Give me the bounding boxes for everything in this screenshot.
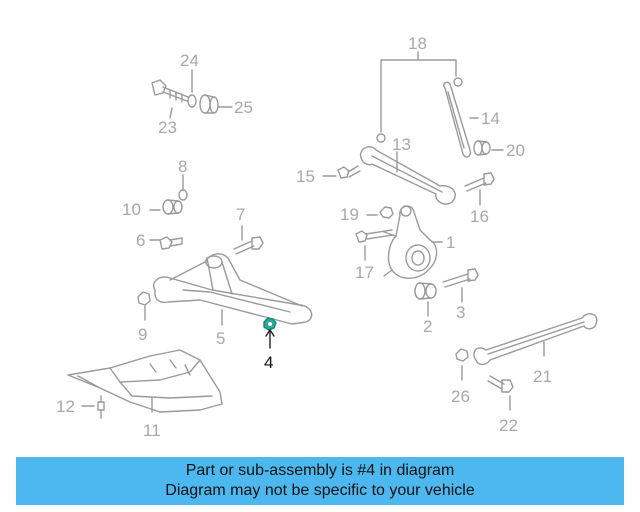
part-23-bolt[interactable] [151, 79, 189, 103]
callout-19: 19 [340, 205, 359, 224]
callout-16: 16 [470, 207, 489, 226]
callout-5: 5 [216, 329, 226, 348]
callout-6: 6 [136, 231, 146, 250]
part-8-nut[interactable] [178, 189, 188, 201]
part-15-bolt[interactable] [337, 165, 361, 179]
part-1-knuckle[interactable] [383, 205, 438, 279]
callout-10: 10 [122, 200, 141, 219]
part-11-skid-shield[interactable] [67, 349, 223, 413]
callout-21: 21 [533, 367, 552, 386]
callout-12: 12 [56, 397, 75, 416]
part-2-bushing[interactable] [414, 282, 437, 300]
callout-18: 18 [408, 34, 427, 53]
part-16-bolt[interactable] [464, 172, 495, 192]
part-3-bolt[interactable] [442, 268, 479, 288]
part-12-clip[interactable] [97, 395, 105, 419]
part-7-bolt[interactable] [233, 236, 264, 255]
part-6-bolt[interactable] [159, 236, 183, 250]
part-24-washer[interactable] [187, 94, 197, 108]
part-26-nut[interactable] [455, 348, 469, 362]
callout-17: 17 [355, 263, 374, 282]
part-5-control-arm[interactable] [153, 253, 313, 325]
callout-2: 2 [423, 317, 433, 336]
callout-15: 15 [296, 167, 315, 186]
part-10-bushing[interactable] [162, 199, 183, 215]
callout-14: 14 [481, 109, 500, 128]
callout-13: 13 [392, 135, 411, 154]
part-4-nut[interactable] [263, 317, 277, 331]
part-14-link[interactable] [442, 81, 472, 158]
part-17-bolt[interactable] [355, 229, 394, 243]
callout-25: 25 [234, 98, 253, 117]
callout-7: 7 [236, 205, 246, 224]
banner-line-2: Diagram may not be specific to your vehi… [165, 482, 475, 499]
callout-11: 11 [143, 421, 161, 440]
part-20-bushing[interactable] [473, 140, 491, 156]
callout-24: 24 [180, 51, 199, 70]
callout-9: 9 [138, 325, 148, 344]
callout-26: 26 [451, 387, 470, 406]
callout-4-selected[interactable]: 4 [264, 353, 274, 372]
part-9-nut[interactable] [137, 291, 151, 306]
parts-diagram [67, 51, 598, 419]
part-13-upper-arm[interactable] [359, 146, 456, 205]
part-25-bushing[interactable] [199, 94, 219, 114]
part-21-link[interactable] [473, 313, 598, 366]
callout-22: 22 [499, 416, 518, 435]
part-19-nut[interactable] [379, 206, 394, 219]
banner-line-1: Part or sub-assembly is #4 in diagram [185, 462, 455, 479]
part-18-bushing-right[interactable] [453, 77, 463, 87]
part-18-bushing-left[interactable] [376, 133, 386, 143]
info-banner: Part or sub-assembly is #4 in diagram Di… [16, 457, 624, 505]
callout-3: 3 [456, 303, 466, 322]
callout-20: 20 [506, 141, 525, 160]
callout-23: 23 [158, 118, 177, 137]
part-22-bolt[interactable] [487, 375, 514, 393]
callout-8: 8 [178, 157, 188, 176]
callout-1: 1 [446, 233, 456, 252]
